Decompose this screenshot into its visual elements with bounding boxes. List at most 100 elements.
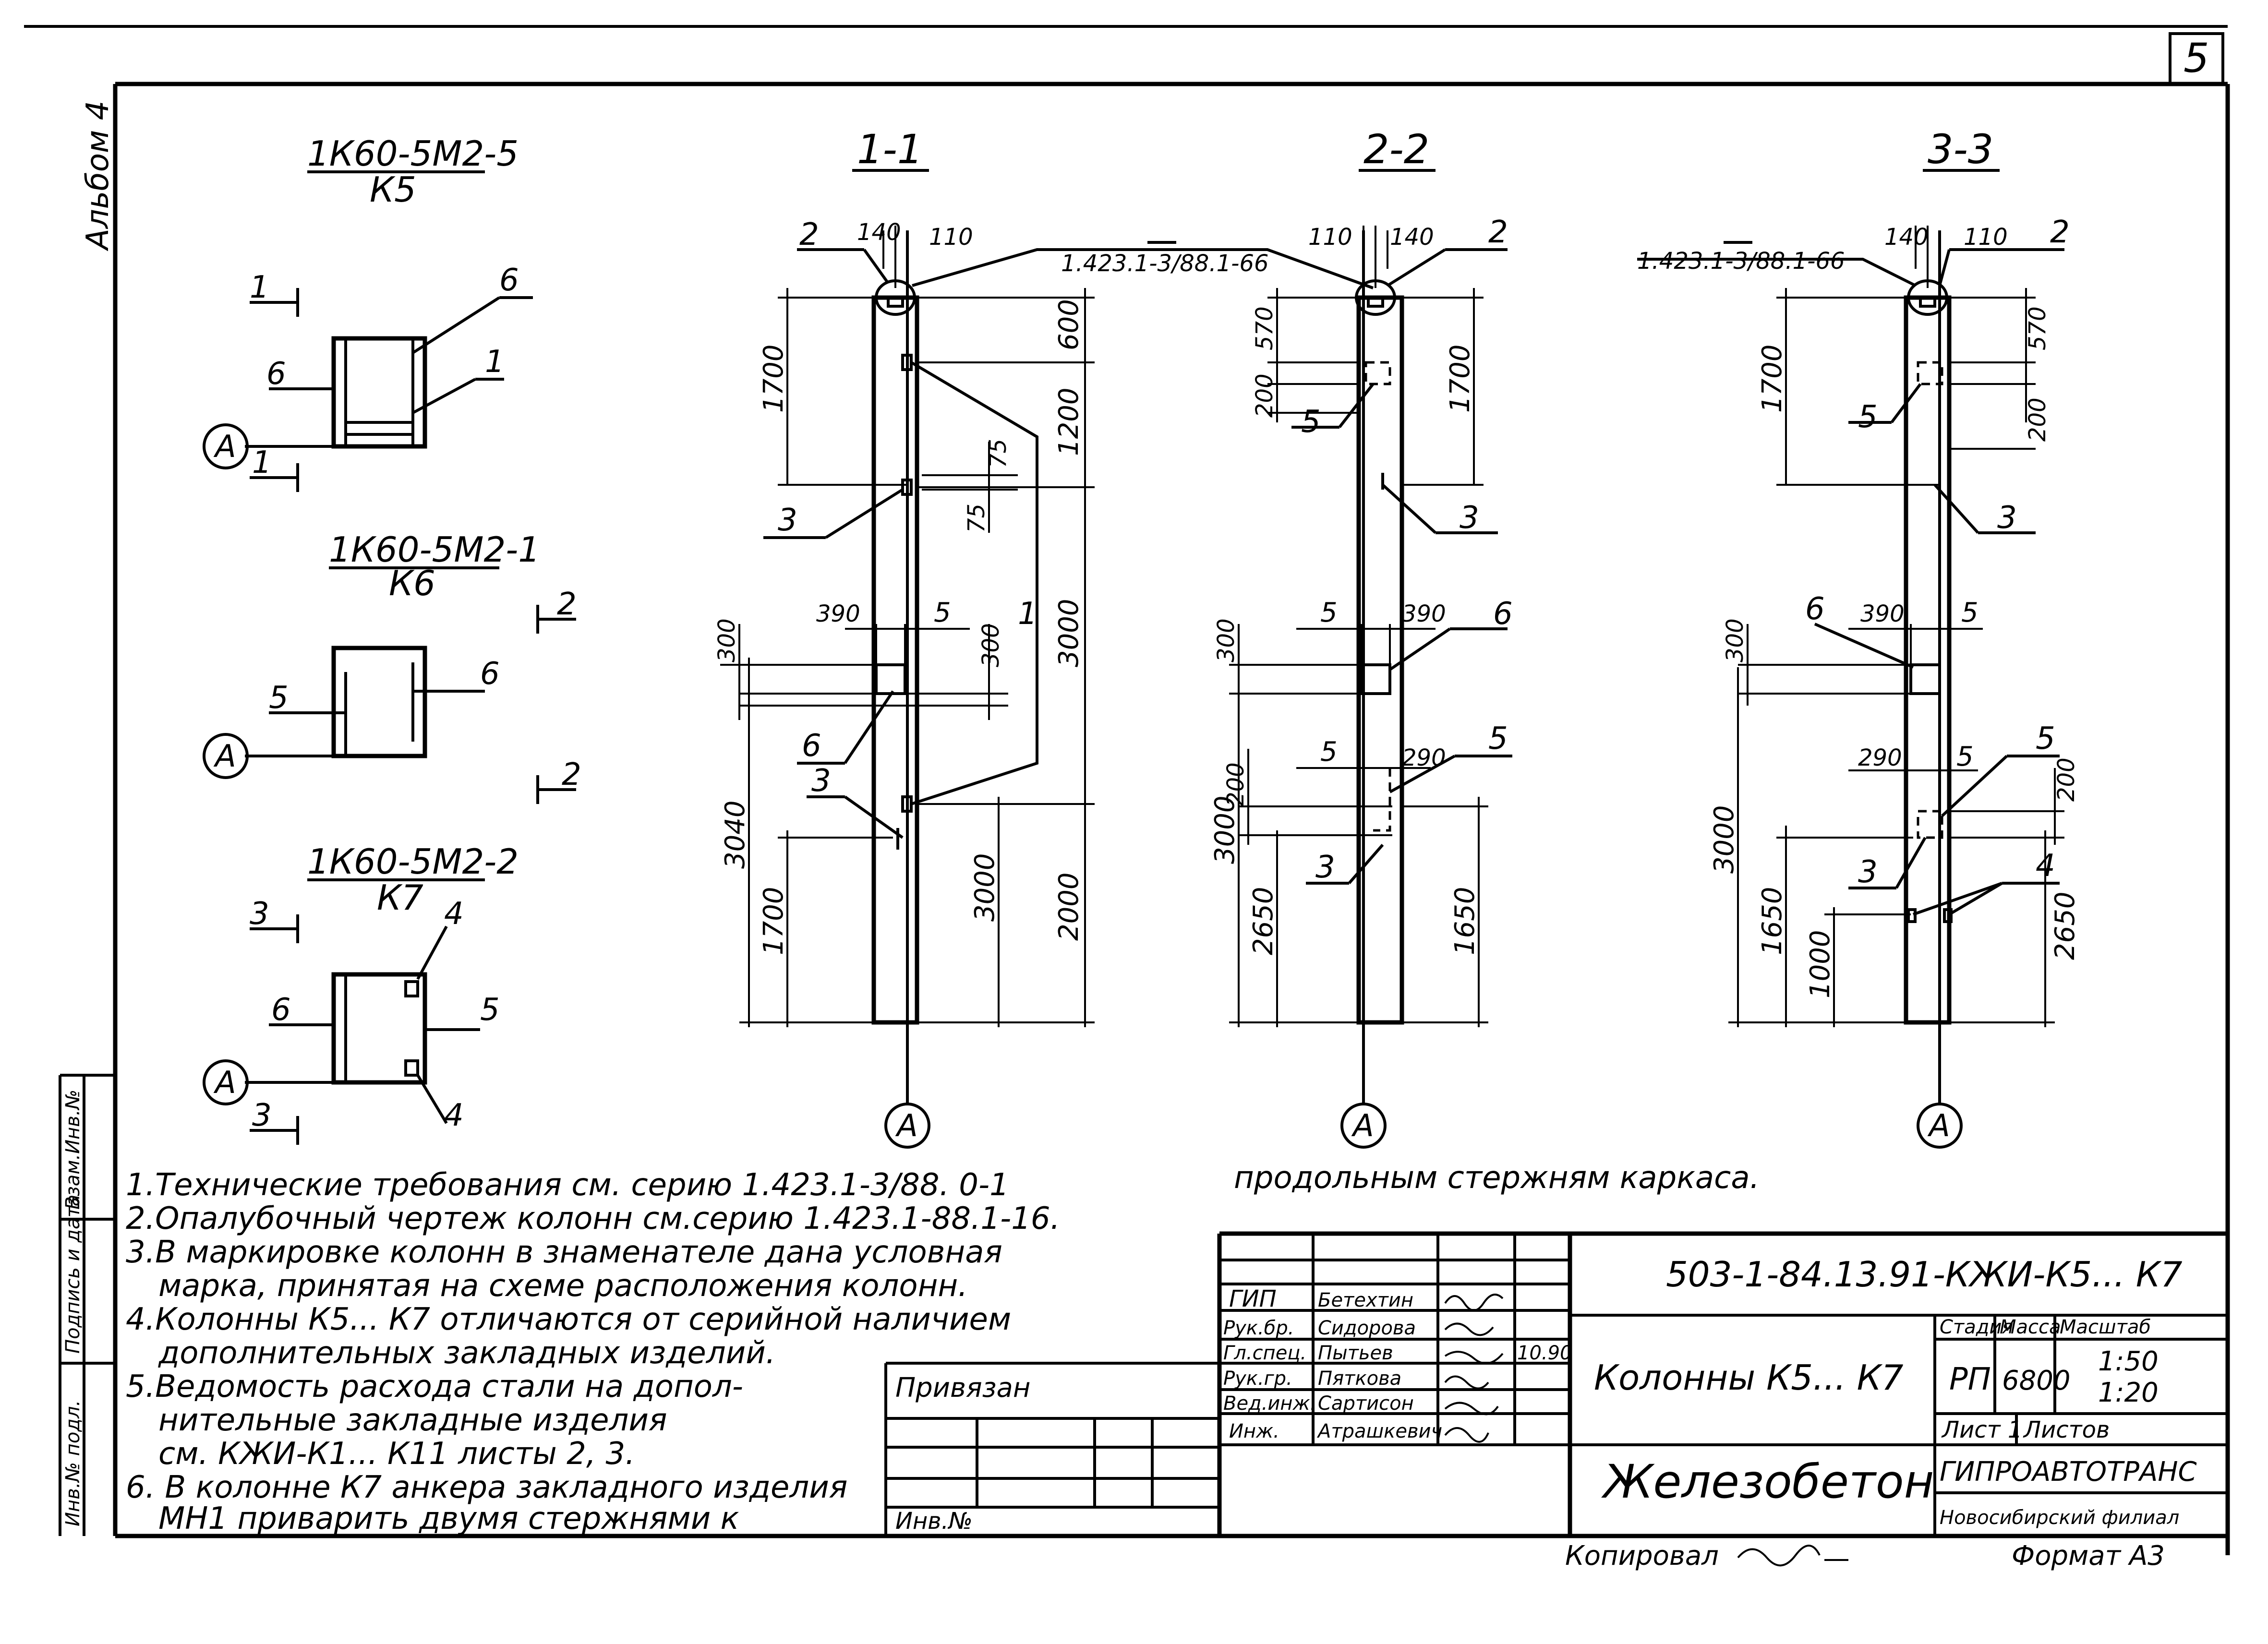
s2-callout-3-top: 3 bbox=[1460, 500, 1479, 536]
column-section-3: 1.423.1-3/88.1-66 140 110 2 1700 570 200… bbox=[1637, 215, 2081, 1149]
s1-callout-6: 6 bbox=[802, 728, 821, 764]
s2-callout-5-top: 5 bbox=[1301, 404, 1321, 440]
column-section-2: 2 110 140 570 200 1700 5 3 5 390 6 bbox=[1209, 215, 1513, 1149]
section-k7: 1К60-5М2-2 К7 А 4 5 6 4 3 3 bbox=[203, 841, 519, 1145]
name-2: Пытьев bbox=[1318, 1342, 1393, 1364]
s1-callout-2: 2 bbox=[799, 217, 819, 252]
note-3b: марка, принятая на схеме расположения ко… bbox=[158, 1268, 968, 1304]
note-4: 4.Колонны К5... К7 отличаются от серийно… bbox=[126, 1302, 1011, 1337]
doc-code: 503-1-84.13.91-КЖИ-К5... К7 bbox=[1666, 1254, 2183, 1295]
column-section-1: 1 2 1.423.1-3/88.1-66 140 110 1700 600 1… bbox=[713, 217, 1374, 1149]
s1-dim-5: 5 bbox=[934, 597, 951, 628]
s3-dim-290: 290 bbox=[1858, 744, 1902, 771]
k6-mark-bottom: К6 bbox=[389, 563, 435, 603]
s3-dim-390: 390 bbox=[1860, 600, 1905, 627]
s1-dim-3000-lower: 3000 bbox=[969, 853, 1001, 922]
name-4: Сартисон bbox=[1318, 1392, 1414, 1415]
s1-callout-3-bottom: 3 bbox=[811, 763, 831, 799]
strip-label-2: Подпись и дата bbox=[62, 1195, 84, 1354]
s2-dim-300: 300 bbox=[1213, 618, 1240, 662]
strip-label-1: Взам.Инв.№ bbox=[62, 1090, 84, 1210]
k6-cut-bottom: 2 bbox=[562, 757, 581, 792]
role-3: Рук.гр. bbox=[1223, 1368, 1292, 1390]
note-3: 3.В маркировке колонн в знаменателе дана… bbox=[126, 1235, 1002, 1270]
note-4b: дополнительных закладных изделий. bbox=[158, 1335, 775, 1371]
s3-dim-3000: 3000 bbox=[1709, 805, 1740, 874]
k5-callout-6-left: 6 bbox=[266, 356, 286, 392]
sheets-label: Листов bbox=[2023, 1416, 2110, 1443]
k6-mark-top: 1К60-5М2-1 bbox=[329, 529, 540, 570]
s1-dim-3000-right: 3000 bbox=[1053, 599, 1085, 667]
scale-header: Масштаб bbox=[2060, 1316, 2151, 1338]
k5-callout-6-right: 6 bbox=[499, 263, 519, 298]
s3-callout-6: 6 bbox=[1805, 591, 1825, 627]
s2-dim-140: 140 bbox=[1390, 224, 1434, 251]
s2-dim-110: 110 bbox=[1308, 224, 1352, 251]
k5-mark-bottom: К5 bbox=[370, 169, 416, 210]
k6-callout-6: 6 bbox=[480, 656, 500, 692]
section-k6: 1К60-5М2-1 К6 А 5 6 2 2 bbox=[203, 529, 581, 804]
s2-dim-390: 390 bbox=[1402, 600, 1446, 627]
s3-dim-200: 200 bbox=[2024, 397, 2051, 442]
note-5b: нительные закладные изделия bbox=[158, 1403, 667, 1438]
s2-callout-3-low: 3 bbox=[1315, 850, 1335, 885]
stage-header: Стадия bbox=[1940, 1316, 2013, 1338]
album-label: Альбом 4 bbox=[80, 101, 116, 252]
s1-dim-1700-bottom: 1700 bbox=[758, 887, 789, 955]
inv-label: Инв.№ bbox=[895, 1508, 973, 1535]
scale-2: 1:20 bbox=[2098, 1377, 2159, 1408]
k5-cut-top: 1 bbox=[250, 270, 269, 305]
s1-dim-2000: 2000 bbox=[1053, 872, 1085, 941]
s2-dim-200-low: 200 bbox=[1222, 762, 1249, 806]
s3-callout-3-low: 3 bbox=[1858, 854, 1878, 890]
strip-label-3: Инв.№ подл. bbox=[62, 1400, 84, 1526]
name-1: Сидорова bbox=[1318, 1317, 1416, 1339]
series-ref-2: 1.423.1-3/88.1-66 bbox=[1637, 248, 1845, 275]
role-2: Гл.спец. bbox=[1223, 1342, 1306, 1364]
s1-callout-3-top: 3 bbox=[778, 503, 797, 538]
s3-dim-110: 110 bbox=[1964, 224, 2008, 251]
copier-signature bbox=[1737, 1545, 1848, 1567]
note-6: 6. В колонне К7 анкера закладного издели… bbox=[126, 1470, 847, 1505]
axis-a-k6: А bbox=[213, 739, 236, 774]
s3-dim-200-low: 200 bbox=[2053, 757, 2080, 802]
copied-label: Копировал bbox=[1565, 1540, 1719, 1572]
s1-callout-1: 1 bbox=[1018, 596, 1037, 632]
s2-callout-5-low: 5 bbox=[1488, 721, 1508, 756]
s2-callout-2: 2 bbox=[1488, 215, 1508, 250]
k7-callout-4-bottom: 4 bbox=[444, 1098, 464, 1133]
stage-value: РП bbox=[1949, 1362, 1991, 1397]
section-title-3: 3-3 bbox=[1928, 126, 1993, 173]
s3-dim-1000: 1000 bbox=[1805, 930, 1836, 998]
name-0: Бетехтин bbox=[1318, 1289, 1413, 1311]
s3-callout-2: 2 bbox=[2050, 215, 2070, 250]
scale-1: 1:50 bbox=[2098, 1346, 2159, 1377]
note-1: 1.Технические требования см. серию 1.423… bbox=[126, 1167, 1009, 1203]
bound-label: Привязан bbox=[895, 1372, 1030, 1404]
mass-header: Масса bbox=[2000, 1316, 2061, 1338]
s3-dim-5-low: 5 bbox=[1956, 741, 1974, 772]
series-ref-1: 1.423.1-3/88.1-66 bbox=[1061, 250, 1269, 277]
s1-dim-75-bottom: 75 bbox=[963, 504, 990, 533]
s3-dim-1700: 1700 bbox=[1757, 344, 1788, 413]
s3-callout-5-low: 5 bbox=[2036, 721, 2055, 756]
s1-axis-a: А bbox=[895, 1108, 918, 1144]
s1-dim-75-top: 75 bbox=[985, 439, 1012, 468]
role-4: Вед.инж. bbox=[1223, 1392, 1316, 1415]
s1-dim-1200: 1200 bbox=[1053, 387, 1085, 456]
name-5: Атрашкевич bbox=[1316, 1420, 1442, 1442]
s3-dim-2650: 2650 bbox=[2050, 891, 2081, 960]
subtitle: Железобетон bbox=[1601, 1455, 1934, 1509]
notes-block: 1.Технические требования см. серию 1.423… bbox=[126, 1160, 1760, 1536]
s2-dim-5-mid: 5 bbox=[1320, 597, 1338, 628]
note-2: 2.Опалубочный чертеж колонн см.серию 1.4… bbox=[126, 1201, 1060, 1236]
org-branch: Новосибирский филиал bbox=[1940, 1507, 2179, 1529]
s2-dim-5-low: 5 bbox=[1320, 736, 1338, 768]
k6-cut-top: 2 bbox=[557, 587, 577, 622]
s3-dim-5: 5 bbox=[1961, 597, 1978, 628]
s2-callout-6: 6 bbox=[1493, 596, 1513, 632]
org-name: ГИПРОАВТОТРАНС bbox=[1940, 1456, 2197, 1488]
k5-mark-top: 1К60-5М2-5 bbox=[307, 133, 519, 174]
s3-dim-570: 570 bbox=[2024, 306, 2051, 350]
